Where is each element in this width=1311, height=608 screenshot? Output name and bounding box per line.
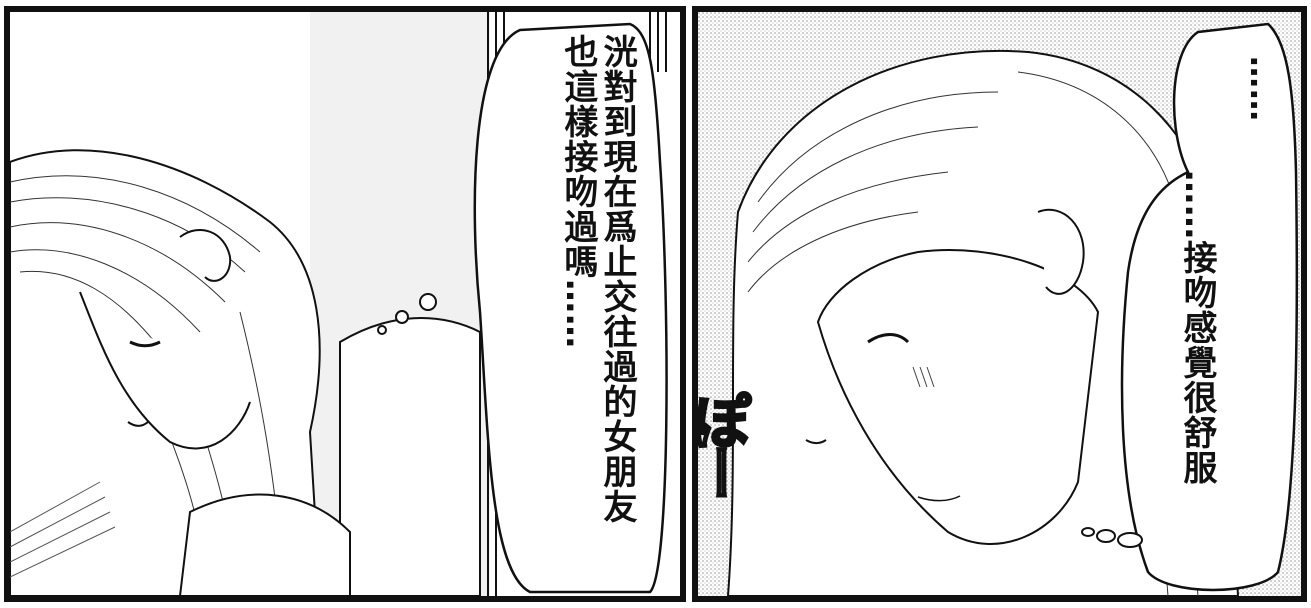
- left-balloon-line-1: 洸對到現在爲止交往過的女朋友: [597, 34, 637, 524]
- sound-effect-text: ぽー: [682, 391, 753, 498]
- panel-left: 洸對到現在爲止交往過的女朋友 也這樣接吻過嗎……: [4, 6, 686, 602]
- left-balloon-line-2: 也這樣接吻過嗎……: [557, 34, 598, 349]
- left-speech-balloon-text: 洸對到現在爲止交往過的女朋友 也這樣接吻過嗎……: [526, 34, 637, 594]
- sound-effect: ぽー: [682, 391, 788, 592]
- panel-left-artwork: [10, 12, 680, 596]
- right-balloon-text-2: ……接吻感覺很舒服: [1177, 170, 1217, 485]
- right-balloon-text-1: ……: [1243, 56, 1281, 122]
- panel-right-artwork: [698, 12, 1301, 596]
- panel-right: …… ……接吻感覺很舒服: [692, 6, 1307, 602]
